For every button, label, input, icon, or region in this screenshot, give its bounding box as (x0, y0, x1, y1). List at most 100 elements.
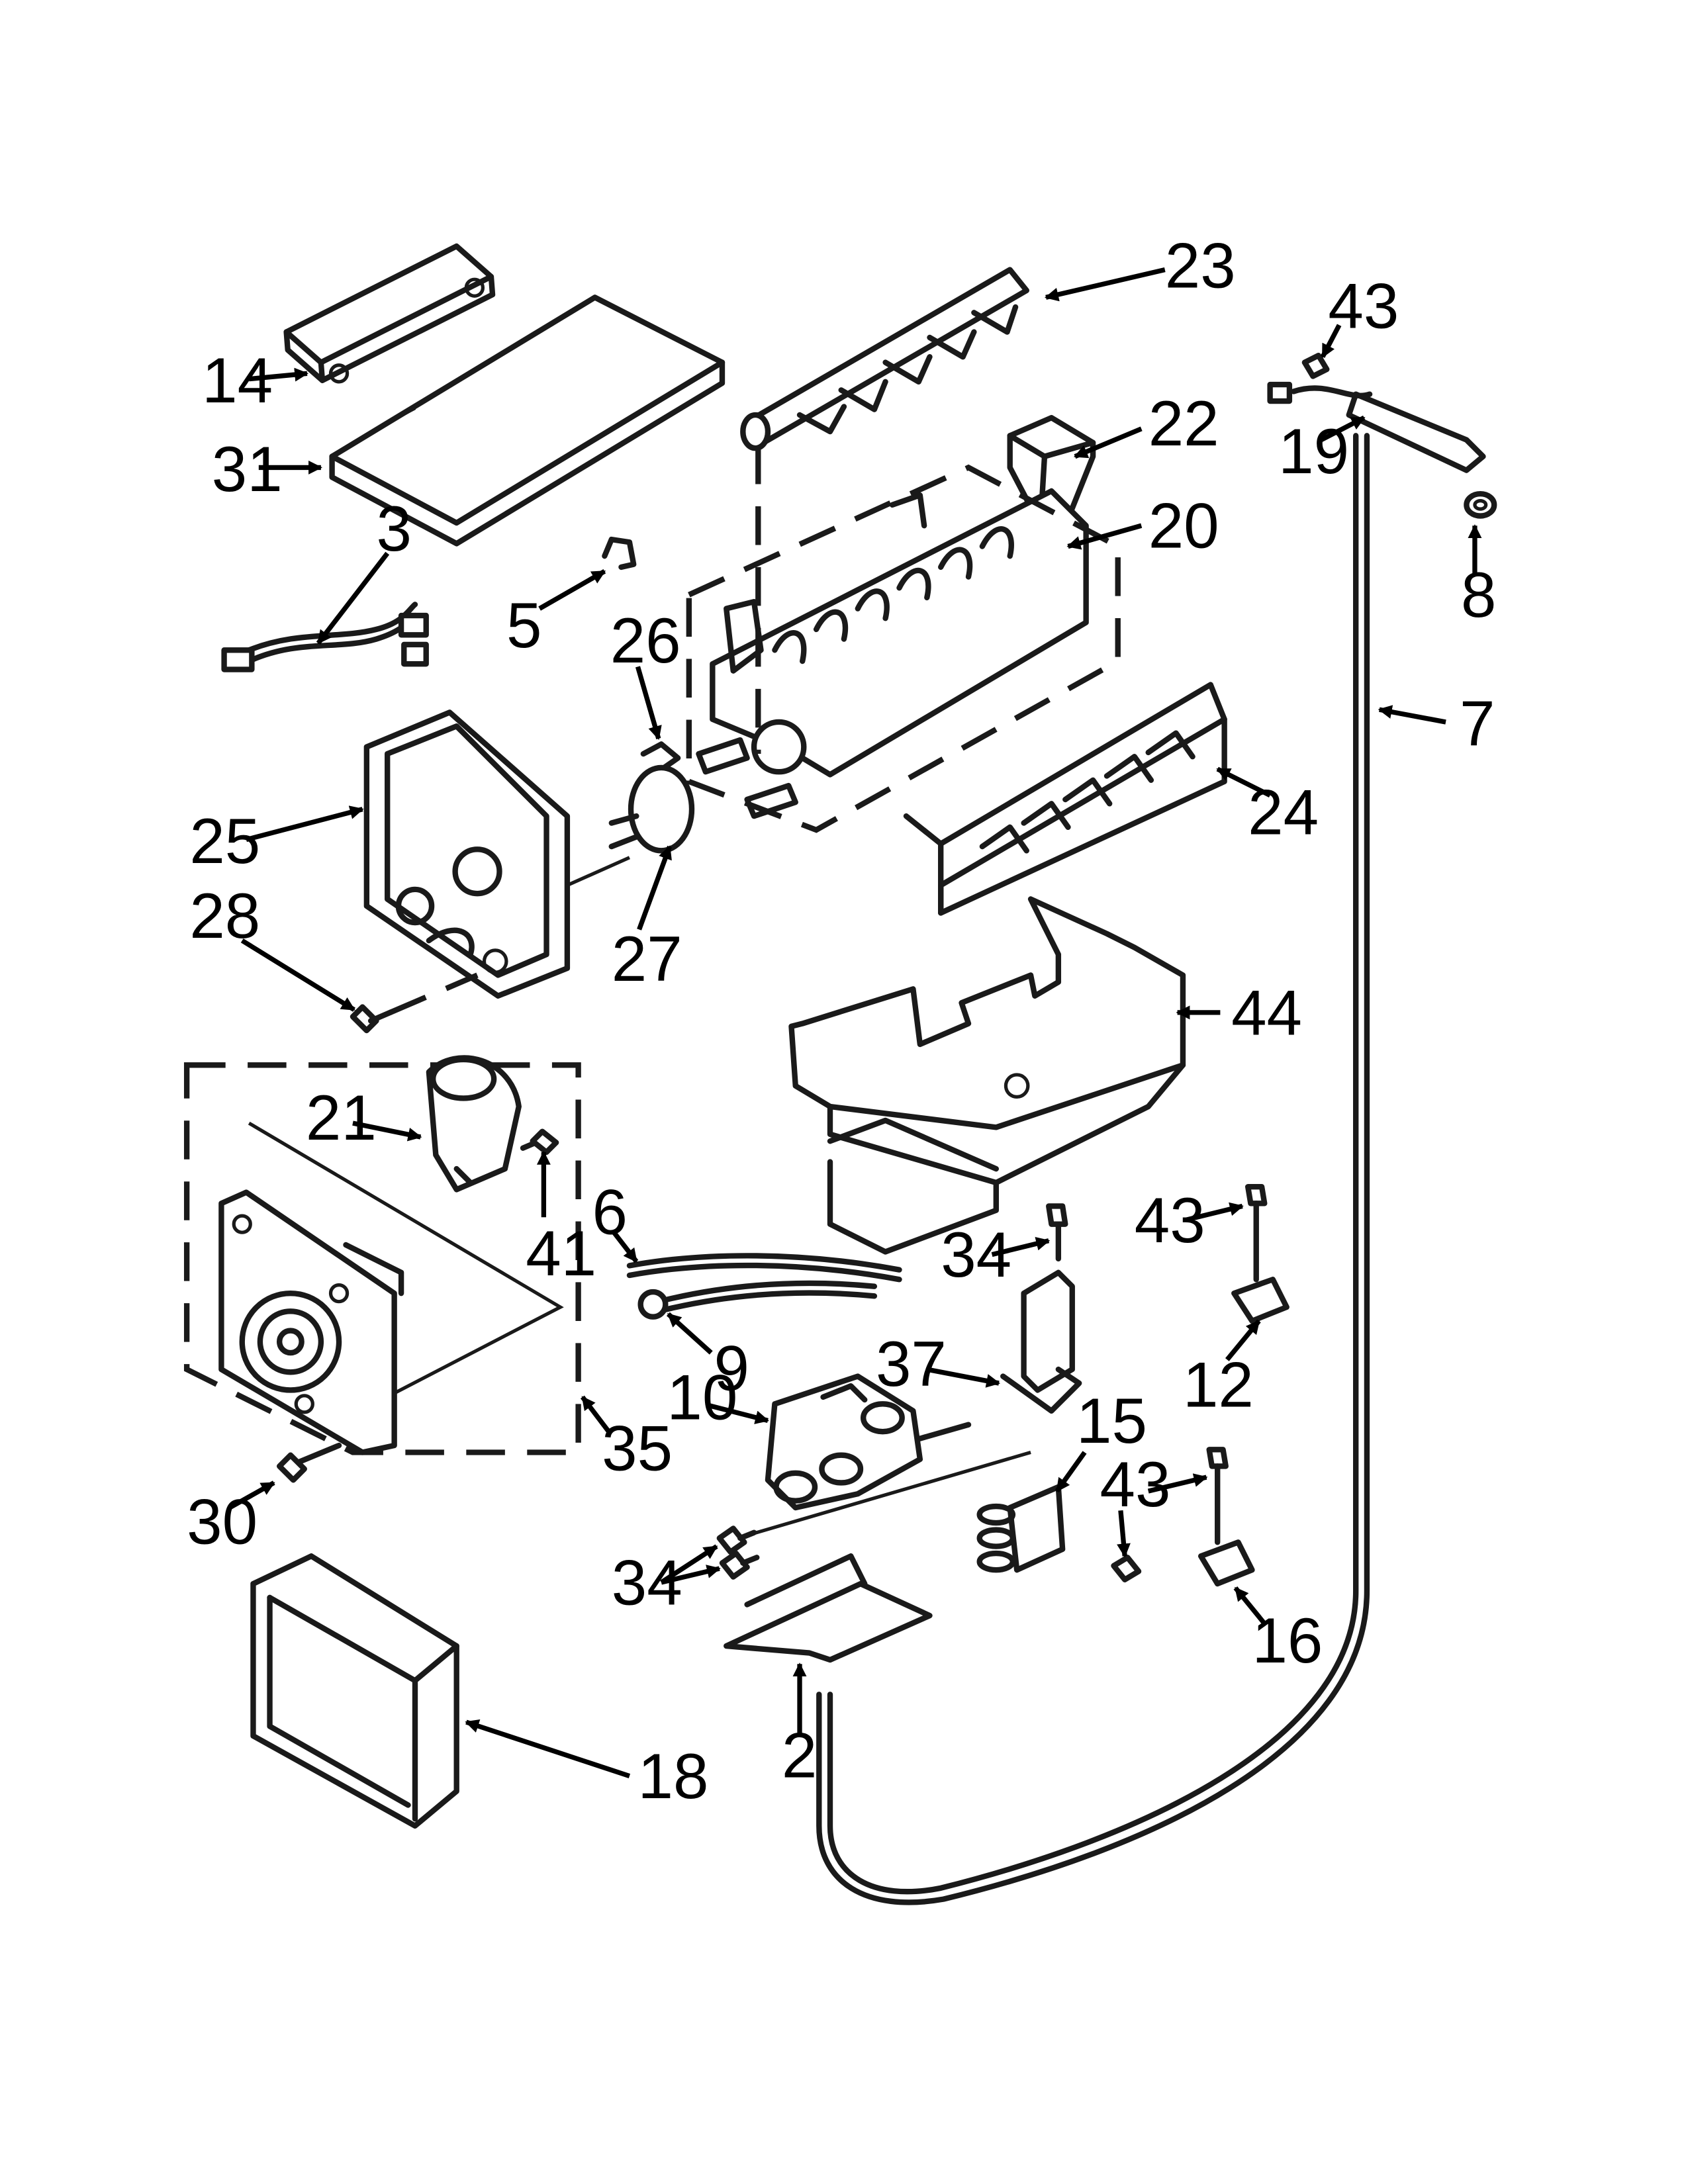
part-28-screw (350, 1004, 393, 1034)
part-43-screw-15 (1111, 1555, 1142, 1582)
leader-10 (708, 1402, 769, 1424)
callout-16: 16 (1252, 1606, 1323, 1676)
leader-27 (637, 845, 672, 931)
leader-20 (1066, 523, 1143, 550)
callout-6: 6 (592, 1177, 628, 1248)
leader-24 (1216, 766, 1272, 798)
callout-9: 9 (714, 1333, 749, 1404)
leader-28 (240, 938, 355, 1012)
part-30-screw (276, 1442, 342, 1483)
callout-15: 15 (1076, 1386, 1147, 1457)
motor-module-plate (218, 1189, 404, 1455)
callout-14: 14 (202, 345, 273, 416)
callout-20: 20 (1149, 491, 1219, 562)
callout-21: 21 (306, 1083, 377, 1154)
part-37-bracket (1000, 1269, 1082, 1414)
leader-25 (246, 805, 364, 842)
callout-27: 27 (612, 924, 682, 995)
leader-18 (465, 1719, 631, 1779)
part-15-clamp (976, 1484, 1066, 1573)
leader-37 (926, 1367, 1001, 1388)
callout-43b: 43 (1135, 1185, 1205, 1256)
part-2-valve-cover (724, 1553, 933, 1663)
leader-23 (1045, 267, 1166, 302)
callout-34b: 34 (612, 1547, 682, 1618)
leader-5 (538, 569, 606, 611)
leader-34b-2 (661, 1565, 721, 1585)
part-41-screw (520, 1128, 559, 1156)
leader-12 (1225, 1319, 1261, 1361)
part-9-tube (637, 1280, 878, 1320)
part-5-clip (602, 536, 637, 570)
part-43-screw-16 (1206, 1447, 1229, 1545)
part-3-wire-harness (221, 602, 429, 672)
leader-43b (1185, 1202, 1244, 1222)
leader-16 (1233, 1586, 1268, 1627)
callout-22: 22 (1149, 388, 1219, 459)
part-19-thermistor (1267, 381, 1486, 473)
mold-group-outline (686, 464, 1121, 833)
leader-7 (1378, 705, 1446, 725)
part-10-valve (765, 1373, 972, 1511)
callout-18: 18 (637, 1741, 708, 1812)
part-8-grommet (1464, 490, 1497, 519)
callout-3: 3 (376, 494, 411, 565)
housing-alignment-line (389, 972, 479, 1015)
leader-30 (228, 1480, 275, 1510)
leader-43c (1147, 1473, 1208, 1494)
callout-5: 5 (506, 590, 541, 661)
part-34-screw-upper (1046, 1203, 1068, 1262)
part-44-shield (788, 896, 1186, 1255)
part-16-clamp (1197, 1539, 1255, 1587)
part-43-screw-12 (1244, 1184, 1268, 1283)
callout-35: 35 (602, 1414, 673, 1484)
callout-28: 28 (189, 881, 260, 952)
leader-43c-2 (1117, 1510, 1131, 1558)
leader-35 (580, 1395, 611, 1433)
leader-19 (1320, 415, 1366, 442)
leader-22 (1074, 426, 1143, 459)
part-27-thermostat (608, 764, 695, 854)
part-6-tube (626, 1253, 902, 1283)
part-23-ejector (740, 267, 1029, 451)
callout-24: 24 (1248, 777, 1319, 848)
callout-31: 31 (212, 434, 283, 505)
part-20-mold (696, 488, 1089, 819)
part-34-screws-lower (716, 1525, 760, 1580)
leader-3 (316, 551, 390, 645)
part-24-stripper (903, 682, 1227, 916)
callout-2: 2 (782, 1721, 817, 1792)
callout-37: 37 (876, 1329, 947, 1400)
valve-mount-line (746, 1450, 1031, 1537)
part-43-screw-19 (1301, 352, 1330, 379)
leader-15 (1055, 1451, 1087, 1493)
callout-26: 26 (610, 606, 681, 676)
part-25-housing (363, 709, 571, 999)
part-26-clip (640, 741, 681, 771)
callout-7: 7 (1460, 689, 1495, 760)
callout-30: 30 (187, 1486, 258, 1557)
part-18-frame (250, 1553, 459, 1829)
thermostat-lead-line (566, 856, 631, 887)
callout-19: 19 (1278, 416, 1349, 487)
callout-12: 12 (1183, 1350, 1254, 1421)
callout-34a: 34 (941, 1220, 1011, 1291)
callout-41: 41 (526, 1218, 596, 1289)
callout-25: 25 (189, 806, 260, 877)
callout-10: 10 (667, 1362, 737, 1433)
part-21-motor (426, 1055, 522, 1193)
part-7-fill-tube (816, 433, 1370, 1905)
motor-module-outline (183, 1062, 581, 1455)
leader-43a (1320, 324, 1342, 359)
leader-21 (352, 1120, 422, 1142)
leader-14 (248, 367, 309, 382)
callout-23: 23 (1165, 231, 1236, 302)
part-31-lid (329, 295, 726, 547)
part-12-clamp (1231, 1277, 1289, 1324)
callout-43a: 43 (1328, 271, 1399, 341)
motor-module-section (248, 1121, 564, 1406)
leader-34a (991, 1237, 1051, 1257)
leader-9 (667, 1312, 713, 1355)
leader-26 (635, 666, 662, 741)
